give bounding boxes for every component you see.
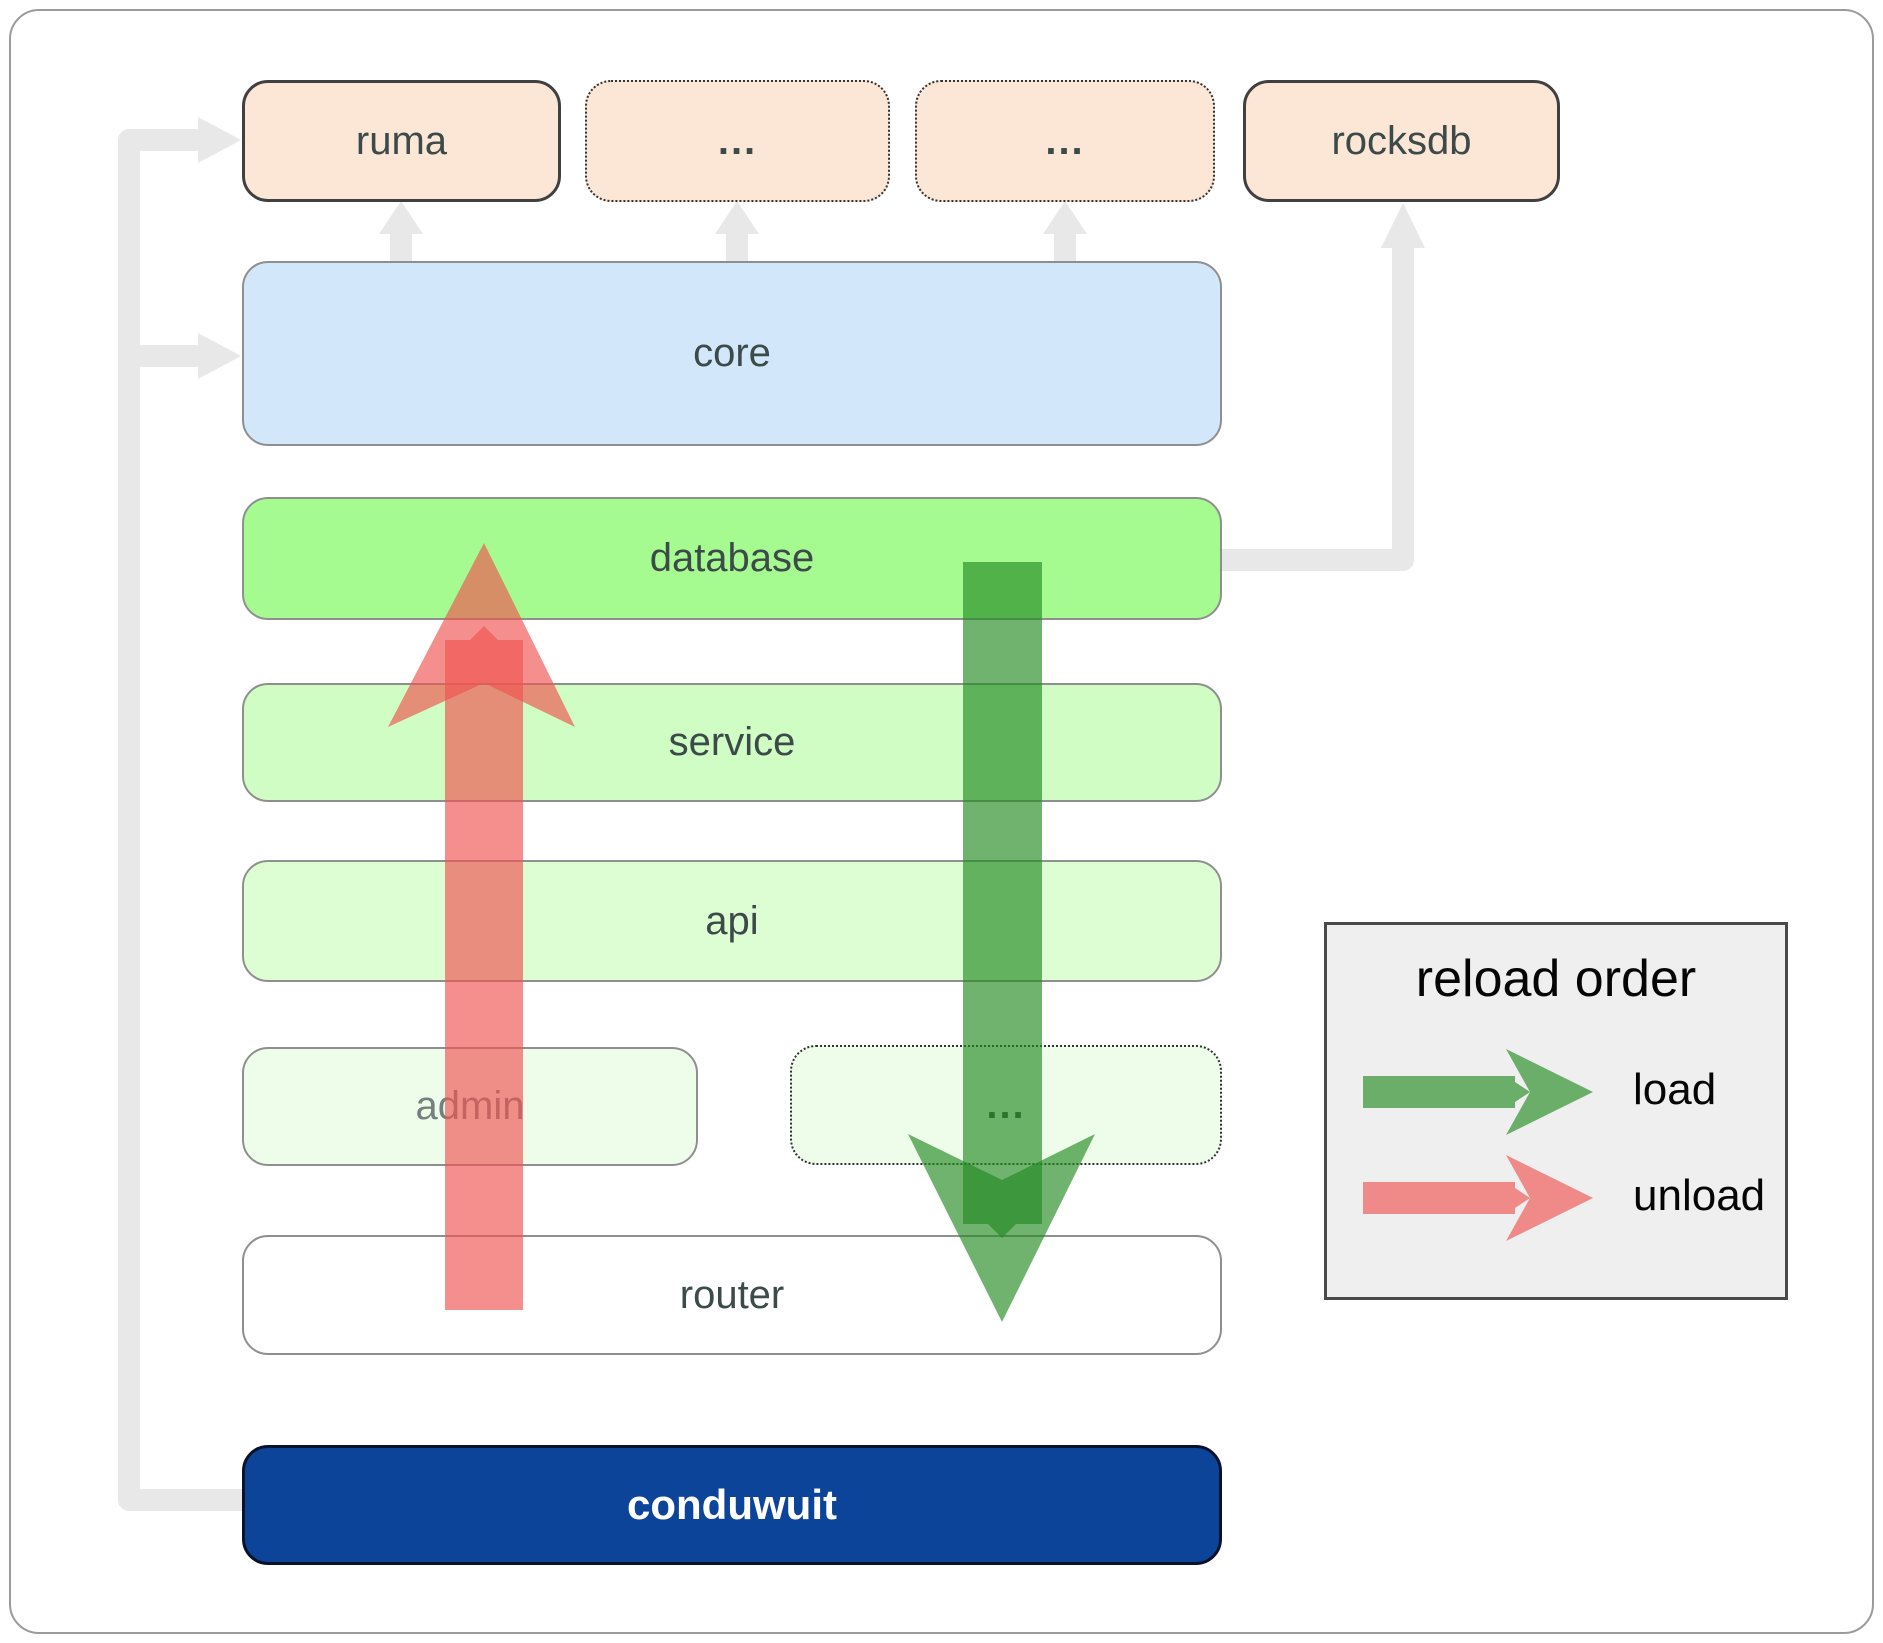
legend-box: reload order load unload [1324,922,1788,1300]
node-dots-c: ... [790,1045,1222,1165]
legend-title: reload order [1415,950,1697,1008]
legend-load-arrow-icon [1363,1049,1593,1135]
node-ruma-label: ruma [355,118,448,163]
node-service-label: service [668,720,796,764]
node-service: service [242,683,1222,802]
node-dots-b-label: ... [1045,118,1085,163]
node-conduwuit-label: conduwuit [627,1481,837,1528]
node-ruma: ruma [242,80,561,202]
node-admin-label: admin [415,1084,525,1128]
node-admin: admin [242,1047,698,1166]
node-database: database [242,497,1222,620]
node-rocksdb: rocksdb [1243,80,1560,202]
node-api: api [242,860,1222,982]
node-api-label: api [705,898,759,943]
node-core: core [242,261,1222,446]
legend-unload-label: unload [1633,1171,1766,1220]
node-dots-c-label: ... [986,1082,1026,1127]
node-dots-a: ... [585,80,890,202]
legend-load-label: load [1633,1065,1717,1114]
node-core-label: core [693,331,771,375]
node-database-label: database [649,536,815,580]
diagram-frame [9,9,1874,1634]
legend-arrows [1363,1049,1593,1241]
node-router-label: router [679,1272,785,1317]
node-router: router [242,1235,1222,1355]
node-conduwuit: conduwuit [242,1445,1222,1565]
node-dots-a-label: ... [717,118,758,163]
node-dots-b: ... [915,80,1215,202]
legend-unload-arrow-icon [1363,1155,1593,1241]
node-rocksdb-label: rocksdb [1331,118,1472,163]
